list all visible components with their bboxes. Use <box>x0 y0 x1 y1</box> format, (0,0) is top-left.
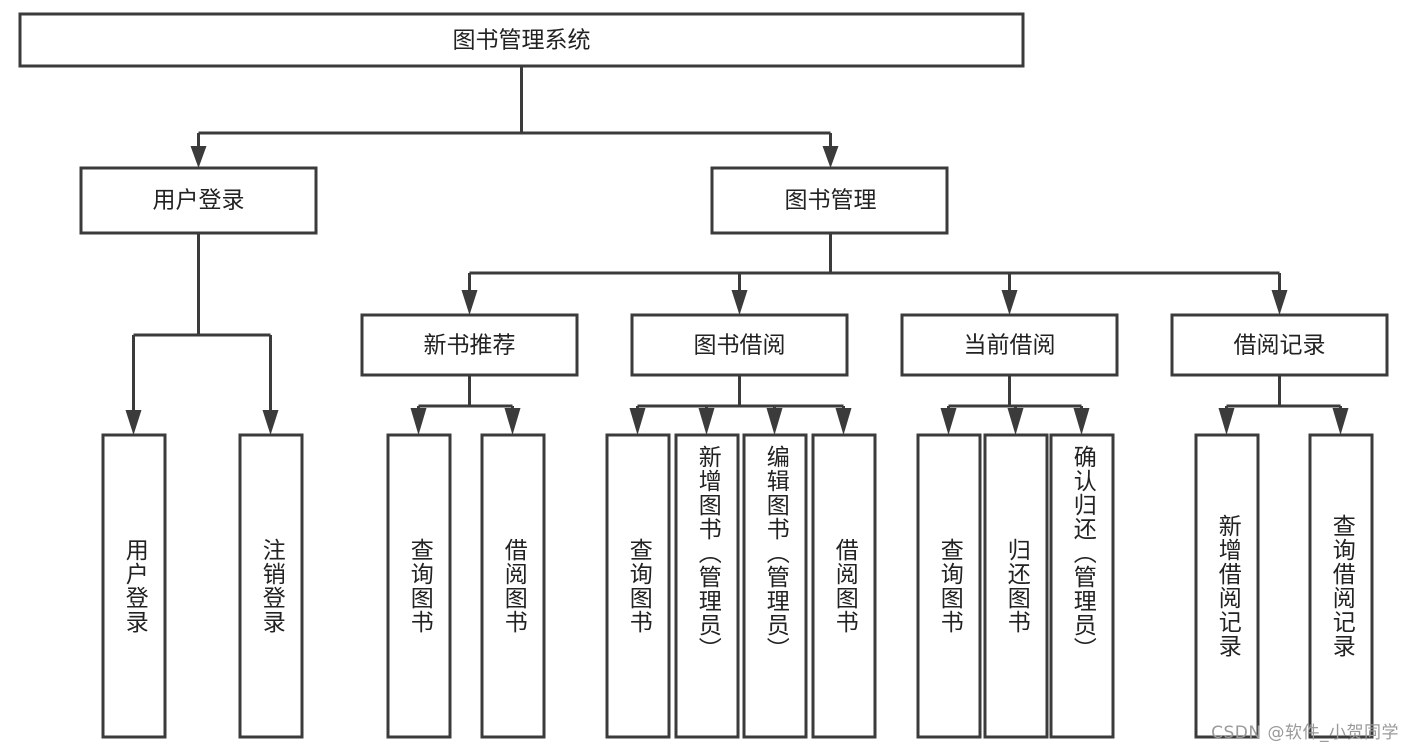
leaf-boxes-group <box>101 433 1374 739</box>
node-user-login-label: 用户登录 <box>153 188 245 214</box>
arrow-head-borrow-record <box>1271 290 1288 315</box>
arrow-head-leaf-user-login <box>125 410 142 435</box>
arrow-head-leaf-query-book-3 <box>940 408 957 435</box>
node-current-borrow-box[interactable] <box>900 313 1119 377</box>
node-leaf-add-record-box[interactable] <box>1194 433 1260 739</box>
arrow-head-book-management <box>822 146 839 168</box>
node-leaf-edit-book-box[interactable] <box>742 433 808 739</box>
connector-group-current-borrow <box>940 375 1090 435</box>
node-borrow-record-label: 借阅记录 <box>1234 333 1326 359</box>
connector-group-book-borrow <box>629 375 852 435</box>
arrow-head-leaf-user-logout <box>262 410 279 435</box>
connector-group-book-management <box>461 233 1288 315</box>
arrow-head-leaf-borrow-book-1 <box>504 408 521 435</box>
node-new-book-recommend-box[interactable] <box>360 313 579 377</box>
node-leaf-query-book-2-box[interactable] <box>605 433 671 739</box>
node-leaf-user-login-box[interactable] <box>101 433 167 739</box>
node-borrow-record-box[interactable] <box>1170 313 1389 377</box>
node-root[interactable]: 图书管理系统 <box>18 12 1025 68</box>
arrow-head-book-borrow <box>731 290 748 315</box>
node-book-borrow-box[interactable] <box>630 313 849 377</box>
connector-group-root <box>190 66 839 168</box>
node-leaf-query-book-1-box[interactable] <box>386 433 452 739</box>
node-book-management[interactable]: 图书管理 <box>710 166 949 235</box>
node-current-borrow[interactable]: 当前借阅 <box>900 313 1119 377</box>
arrow-head-leaf-query-record <box>1332 408 1349 435</box>
arrow-head-leaf-query-book-1 <box>410 408 427 435</box>
arrow-head-leaf-add-book <box>698 408 715 435</box>
arrow-head-user-login <box>190 146 207 168</box>
node-leaf-query-record-box[interactable] <box>1308 433 1374 739</box>
node-book-borrow[interactable]: 图书借阅 <box>630 313 849 377</box>
arrow-head-leaf-return-book <box>1007 408 1024 435</box>
node-leaf-borrow-book-2-box[interactable] <box>811 433 877 739</box>
arrow-head-leaf-query-book-2 <box>629 408 646 435</box>
node-user-login[interactable]: 用户登录 <box>79 166 318 235</box>
node-leaf-query-book-3-box[interactable] <box>916 433 982 739</box>
arrow-head-leaf-add-record <box>1218 408 1235 435</box>
arrow-head-current-borrow <box>1001 290 1018 315</box>
node-current-borrow-label: 当前借阅 <box>964 333 1056 359</box>
node-new-book-recommend-label: 新书推荐 <box>424 333 516 359</box>
node-user-login-box[interactable] <box>79 166 318 235</box>
node-leaf-add-book-box[interactable] <box>674 433 740 739</box>
arrow-head-leaf-edit-book <box>766 408 783 435</box>
node-leaf-confirm-return-box[interactable] <box>1049 433 1115 739</box>
node-book-management-box[interactable] <box>710 166 949 235</box>
csdn-watermark: CSDN @软件_小贺同学 <box>1211 723 1399 743</box>
connector-group-user-login <box>125 233 279 435</box>
node-book-management-label: 图书管理 <box>785 188 877 214</box>
arrow-head-new-book-recommend <box>461 290 478 315</box>
connector-group-new-book-recommend <box>410 375 521 435</box>
node-borrow-record[interactable]: 借阅记录 <box>1170 313 1389 377</box>
node-leaf-return-book-box[interactable] <box>983 433 1049 739</box>
node-leaf-borrow-book-1-box[interactable] <box>480 433 546 739</box>
connector-group-borrow-record <box>1218 375 1349 435</box>
arrow-head-leaf-confirm-return <box>1073 408 1090 435</box>
node-root-box[interactable] <box>18 12 1025 68</box>
arrow-head-leaf-borrow-book-2 <box>835 408 852 435</box>
node-book-borrow-label: 图书借阅 <box>694 333 786 359</box>
node-new-book-recommend[interactable]: 新书推荐 <box>360 313 579 377</box>
node-leaf-user-logout-box[interactable] <box>238 433 304 739</box>
node-root-label: 图书管理系统 <box>453 28 591 54</box>
